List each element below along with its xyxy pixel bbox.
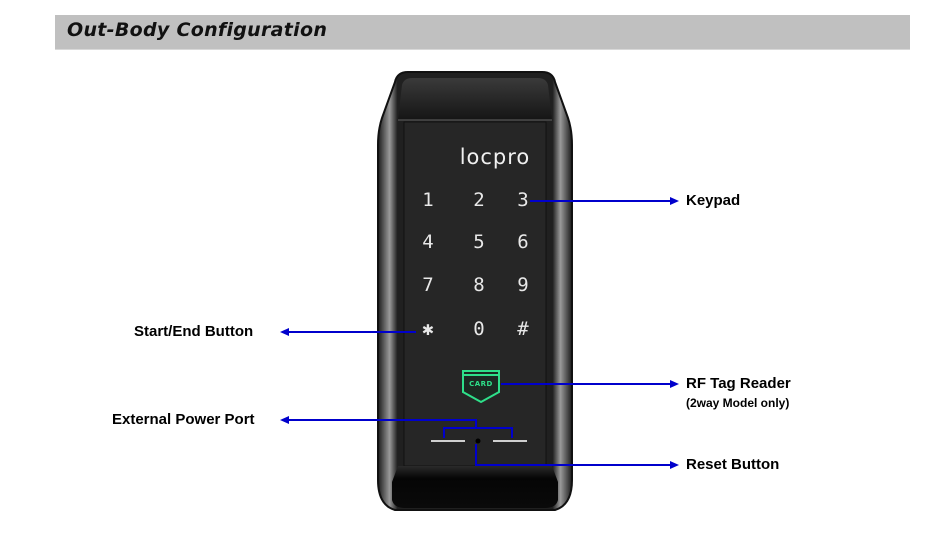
power-port-bracket: [443, 427, 513, 438]
callout-arrowheads: [280, 197, 679, 469]
keypad-key-8[interactable]: 8: [473, 274, 485, 296]
front-glass-panel: [403, 121, 547, 467]
callout-keypad: Keypad: [686, 192, 741, 209]
start-end-arrowhead: [280, 328, 289, 336]
keypad-key-0[interactable]: 0: [473, 318, 485, 340]
callout-reset-button: Reset Button: [686, 456, 780, 473]
keypad-key-star[interactable]: ✱: [422, 318, 434, 340]
lock-bottom-lip: [392, 466, 558, 508]
reset-callout-line: [475, 444, 672, 466]
callout-start-end-button: Start/End Button: [134, 323, 254, 340]
keypad-key-1[interactable]: 1: [422, 189, 434, 211]
keypad-key-9[interactable]: 9: [517, 274, 529, 296]
keypad-key-5[interactable]: 5: [473, 231, 485, 253]
keypad-arrowhead: [670, 197, 679, 205]
section-header-bar: Out-Body Configuration: [55, 15, 910, 50]
lock-top-cap: [398, 78, 552, 120]
callout-rf-tag-reader-note: (2way Model only): [686, 396, 790, 410]
reset-hole: [475, 438, 481, 444]
keypad-key-7[interactable]: 7: [422, 274, 434, 296]
card-label: CARD: [469, 380, 493, 388]
callout-external-power-port: External Power Port: [112, 411, 255, 428]
brand-logo: Locpro: [459, 145, 531, 169]
keypad-key-2[interactable]: 2: [473, 189, 485, 211]
reset-arrowhead: [670, 461, 679, 469]
callout-lines: [287, 200, 672, 466]
keypad-key-4[interactable]: 4: [422, 231, 434, 253]
keypad-key-hash[interactable]: #: [517, 318, 529, 340]
rf-tag-arrowhead: [670, 380, 679, 388]
callout-rf-tag-reader: RF Tag Reader: [686, 375, 791, 392]
section-title: Out-Body Configuration: [67, 19, 328, 41]
keypad-key-3[interactable]: 3: [517, 189, 529, 211]
power-port-callout-line: [287, 419, 477, 428]
power-port-arrowhead: [280, 416, 289, 424]
keypad-key-6[interactable]: 6: [517, 231, 529, 253]
card-reader-icon: [462, 370, 500, 404]
